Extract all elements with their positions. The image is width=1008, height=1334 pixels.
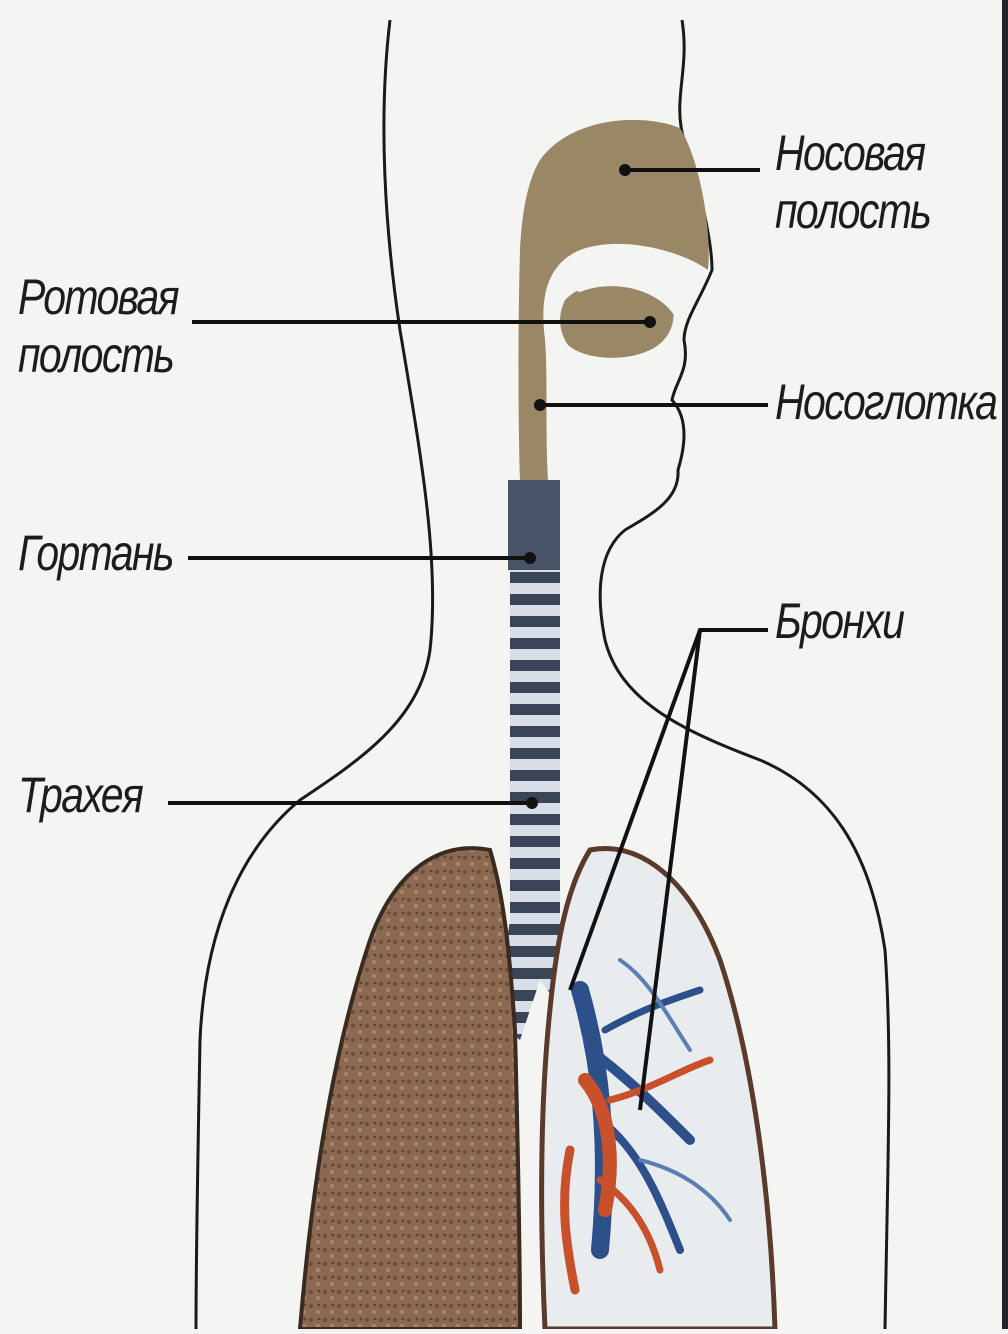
label-oral-cavity-line2: полость: [18, 326, 178, 384]
label-nasopharynx: Носоглотка: [775, 373, 996, 431]
label-oral-cavity-line1: Ротовая: [18, 268, 178, 326]
label-larynx: Гортань: [18, 524, 173, 582]
label-oral-cavity: Ротовая полость: [18, 268, 178, 384]
trachea-shape: [510, 570, 560, 920]
label-nasal-cavity-line2: полость: [775, 182, 930, 240]
label-trachea: Трахея: [18, 766, 142, 824]
label-bronchi: Бронхи: [775, 592, 903, 650]
frame-edge: [1002, 0, 1008, 1329]
left-lung: [300, 848, 520, 1329]
label-nasal-cavity-line1: Носовая: [775, 124, 930, 182]
label-nasal-cavity: Носовая полость: [775, 124, 930, 240]
